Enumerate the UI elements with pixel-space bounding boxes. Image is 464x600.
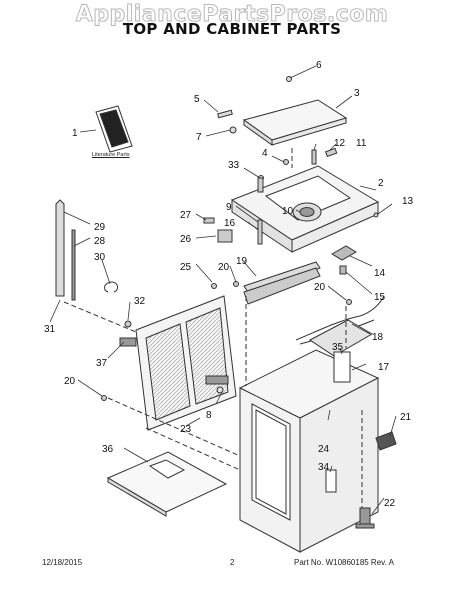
- callout-3: 3: [354, 88, 360, 99]
- callout-37: 37: [96, 358, 108, 369]
- callout-30: 30: [94, 252, 106, 263]
- callout-24: 24: [318, 444, 330, 455]
- lid: [242, 99, 348, 146]
- callout-1: 1: [72, 128, 78, 139]
- callout-31: 31: [44, 324, 56, 335]
- footer-doc-number: Part No. W10860185 Rev. A: [294, 558, 394, 567]
- front-bracket: [243, 261, 321, 305]
- callout-27: 27: [180, 210, 192, 221]
- callout-11: 11: [356, 138, 367, 149]
- top-fasteners: [257, 147, 379, 218]
- callout-36: 36: [102, 444, 114, 455]
- literature-parts-label: Literature Parts: [92, 152, 130, 158]
- page-title: TOP AND CABINET PARTS: [122, 20, 342, 38]
- callout-13: 13: [402, 196, 414, 207]
- back-panel-parts: [119, 320, 229, 394]
- callout-12: 12: [334, 138, 346, 149]
- callout-4: 4: [262, 148, 268, 159]
- leader-lines: [49, 65, 397, 515]
- screws: [101, 281, 352, 401]
- literature-parts: [95, 105, 133, 153]
- callout-21: 21: [400, 412, 412, 423]
- alignment-lines: [63, 148, 363, 508]
- callout-8: 8: [206, 410, 212, 421]
- callout-19: 19: [236, 256, 248, 267]
- watermark: AppliancePartsPros.com: [75, 2, 389, 28]
- callout-29: 29: [94, 222, 106, 233]
- callout-5: 5: [194, 94, 200, 105]
- callout-17: 17: [378, 362, 390, 373]
- cabinet: [238, 319, 380, 553]
- callout-20a: 20: [218, 262, 230, 273]
- back-panel: [135, 295, 237, 431]
- callout-25: 25: [180, 262, 192, 273]
- callout-20c: 20: [64, 376, 76, 387]
- callout-34: 34: [318, 462, 330, 473]
- top-panel: [230, 165, 380, 253]
- switch-parts: [203, 217, 263, 245]
- vent-grille: [375, 431, 397, 451]
- callout-22: 22: [384, 498, 396, 509]
- callout-32: 32: [134, 296, 146, 307]
- footer-page: 2: [230, 558, 235, 567]
- callout-28: 28: [94, 236, 106, 247]
- leveling-leg: [355, 507, 375, 529]
- lid-switch: [331, 245, 357, 275]
- callout-labels: 1 2 3 4 5 6 7 8 9 10 11 12 13 14 15 16 1…: [44, 60, 414, 509]
- base-plate: [106, 451, 228, 517]
- callout-14: 14: [374, 268, 386, 279]
- callout-6: 6: [316, 60, 322, 71]
- callout-16: 16: [224, 218, 236, 229]
- callout-26: 26: [180, 234, 192, 245]
- callout-15: 15: [374, 292, 386, 303]
- callout-20b: 20: [314, 282, 326, 293]
- callout-10: 10: [282, 206, 294, 217]
- callout-2: 2: [378, 178, 384, 189]
- callout-35: 35: [332, 342, 344, 353]
- lid-hinge: [217, 76, 292, 134]
- callout-23: 23: [180, 424, 192, 435]
- footer-date: 12/18/2015: [42, 558, 83, 567]
- back-rod: [55, 199, 119, 301]
- callout-18: 18: [372, 332, 384, 343]
- callout-33: 33: [228, 160, 240, 171]
- callout-7: 7: [196, 132, 202, 143]
- callout-9: 9: [226, 202, 232, 213]
